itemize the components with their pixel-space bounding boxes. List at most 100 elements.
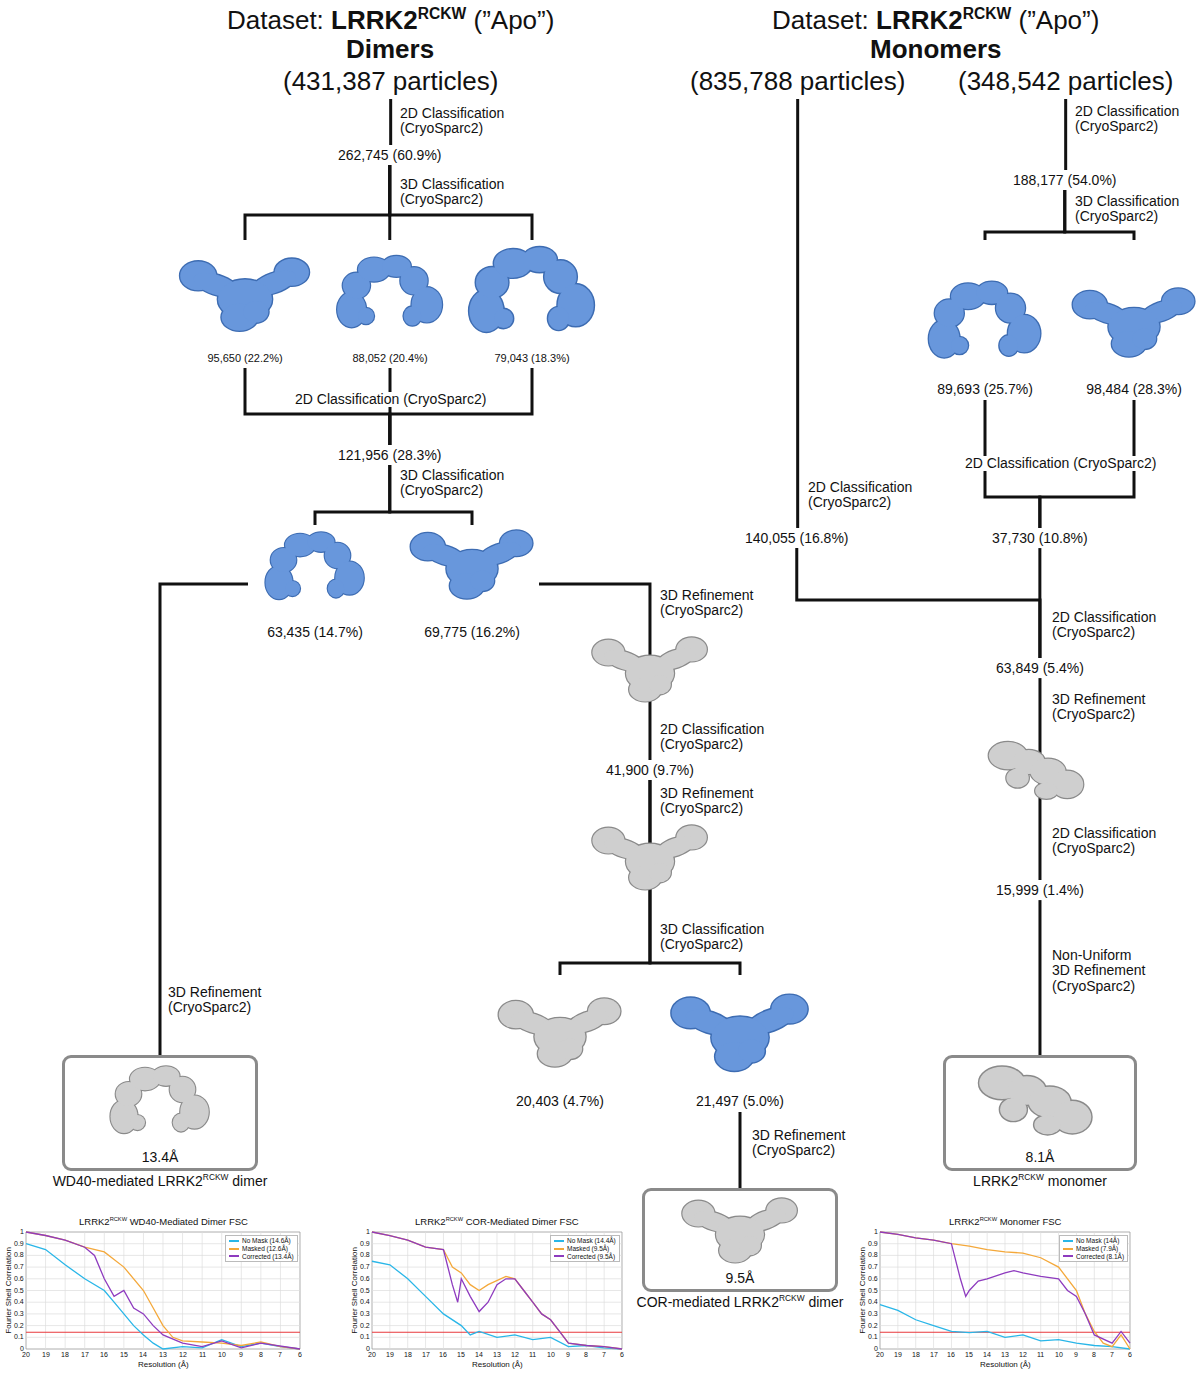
chart-text: 13 xyxy=(493,1351,501,1359)
legend-row: Masked (7.9Å) xyxy=(1063,1245,1124,1253)
particle-count: 140,055 (16.8%) xyxy=(741,528,853,548)
legend-box: No Mask (14Å)Masked (7.9Å)Corrected (8.1… xyxy=(1059,1235,1128,1262)
count-text: 63,435 (14.7%) xyxy=(267,624,363,640)
chart-text: 13 xyxy=(159,1351,167,1359)
chart-text: 19 xyxy=(894,1351,902,1359)
chart-text: 0 xyxy=(874,1345,878,1353)
density-map xyxy=(180,259,309,331)
legend-swatch xyxy=(1063,1248,1073,1250)
chart-text: 10 xyxy=(218,1351,226,1359)
chart-text: 0.6 xyxy=(14,1275,24,1283)
chart-text: 0 xyxy=(20,1345,24,1353)
flow-line xyxy=(245,165,390,240)
chart-text: 0.9 xyxy=(14,1240,24,1248)
chart-text: 0.3 xyxy=(868,1310,878,1318)
result-box: 13.4ÅWD40-mediated LRRK2RCKW dimer xyxy=(62,1055,258,1171)
step-label: 2D Classification (CryoSparc2) xyxy=(1052,610,1164,641)
chart-text: Fourier Shell Correlation xyxy=(859,1247,868,1334)
step-label: 3D Classification (CryoSparc2) xyxy=(660,922,772,953)
step-label: 3D Classification (CryoSparc2) xyxy=(400,177,512,208)
chart-text: 0.6 xyxy=(868,1275,878,1283)
dataset-heading: Monomers xyxy=(870,35,1001,65)
legend-row: Masked (12.6Å) xyxy=(229,1245,294,1253)
step-label: 3D Classification (CryoSparc2) xyxy=(400,468,512,499)
density-map xyxy=(266,532,364,599)
chart-text: 0.5 xyxy=(868,1287,878,1295)
chart-text: 8 xyxy=(584,1351,588,1359)
step-label: 2D Classification (CryoSparc2) xyxy=(808,480,920,511)
chart-text: LRRK2RCKW WD40-Mediated Dimer FSC xyxy=(79,1217,248,1227)
chart-text: 13 xyxy=(1001,1351,1009,1359)
count-text: (431,387 particles) xyxy=(283,66,498,96)
chart-text: 9 xyxy=(1074,1351,1078,1359)
class-map: 88,052 (20.4%) xyxy=(325,240,455,368)
particle-count: 37,730 (10.8%) xyxy=(988,528,1092,548)
legend-text: Masked (7.9Å) xyxy=(1076,1245,1118,1253)
chart-text: 14 xyxy=(139,1351,147,1359)
step-label: 3D Refinement (CryoSparc2) xyxy=(660,786,760,817)
flow-line xyxy=(796,99,799,528)
class-map: 95,650 (22.2%) xyxy=(180,240,310,368)
chart-text: 11 xyxy=(529,1351,536,1359)
chart-text: 18 xyxy=(404,1351,412,1359)
particle-count: 188,177 (54.0%) xyxy=(1009,170,1121,190)
density-map xyxy=(469,247,593,332)
chart-text: 0.4 xyxy=(360,1298,370,1306)
chart-text: 0 xyxy=(366,1345,370,1353)
count-text: 188,177 (54.0%) xyxy=(1013,172,1117,188)
chart-text: LRRK2RCKW Monomer FSC xyxy=(949,1217,1061,1227)
density-map xyxy=(929,282,1040,358)
density-map xyxy=(499,999,621,1067)
step-label: 2D Classification (CryoSparc2) xyxy=(1075,104,1187,135)
count-text: 88,052 (20.4%) xyxy=(352,352,427,365)
density-map xyxy=(979,1067,1091,1134)
chart-text: 11 xyxy=(1037,1351,1044,1359)
particle-count: 262,745 (60.9%) xyxy=(334,145,446,165)
particle-count: 15,999 (1.4%) xyxy=(992,880,1088,900)
density-map xyxy=(672,995,808,1071)
legend-box: No Mask (14.4Å)Masked (9.5Å)Corrected (9… xyxy=(550,1235,620,1262)
chart-text: 1 xyxy=(20,1228,24,1236)
class-map: 63,435 (14.7%) xyxy=(248,525,382,643)
dataset-heading: Dimers xyxy=(346,35,434,65)
chart-text: 0.7 xyxy=(14,1263,24,1271)
chart-text: 0.2 xyxy=(14,1322,24,1330)
chart-text: 16 xyxy=(439,1351,447,1359)
density-map xyxy=(1073,289,1195,357)
chart-text: 0.4 xyxy=(14,1298,24,1306)
step-label: 3D Refinement (CryoSparc2) xyxy=(168,985,268,1016)
density-map xyxy=(989,742,1083,799)
count-text: 98,484 (28.3%) xyxy=(1086,381,1182,397)
count-text: 63,849 (5.4%) xyxy=(996,660,1084,676)
legend-swatch xyxy=(1063,1255,1073,1257)
chart-text: 0.5 xyxy=(360,1287,370,1295)
chart-text: 9 xyxy=(566,1351,570,1359)
chart-text: 12 xyxy=(179,1351,187,1359)
step-label: 3D Classification (CryoSparc2) xyxy=(1075,194,1187,225)
chart-text: 12 xyxy=(1019,1351,1027,1359)
density-map xyxy=(592,637,706,701)
step-label: 3D Refinement (CryoSparc2) xyxy=(660,588,760,619)
particle-count: 41,900 (9.7%) xyxy=(602,760,698,780)
legend-row: Masked (9.5Å) xyxy=(554,1245,616,1253)
count-text: 13.4Å xyxy=(142,1149,179,1165)
chart-text: 0.6 xyxy=(360,1275,370,1283)
step-label: 2D Classification (CryoSparc2) xyxy=(400,106,512,137)
legend-swatch xyxy=(229,1255,239,1257)
legend-text: Corrected (8.1Å) xyxy=(1076,1253,1124,1261)
density-map xyxy=(592,825,706,889)
chart-text: 15 xyxy=(120,1351,128,1359)
chart-text: 0.8 xyxy=(360,1251,370,1259)
dataset-heading: Dataset: LRRK2RCKW (”Apo”) xyxy=(772,6,1099,36)
flow-line xyxy=(390,165,532,240)
result-box: 8.1ÅLRRK2RCKW monomer xyxy=(943,1055,1137,1171)
chart-text: 0.7 xyxy=(360,1263,370,1271)
chart-text: 12 xyxy=(511,1351,519,1359)
count-text: 140,055 (16.8%) xyxy=(745,530,849,546)
flow-line xyxy=(1064,99,1067,170)
step-label: 2D Classification (CryoSparc2) xyxy=(962,456,1159,471)
legend-swatch xyxy=(229,1240,239,1242)
flow-line xyxy=(739,1112,742,1188)
chart-text: 8 xyxy=(259,1351,263,1359)
